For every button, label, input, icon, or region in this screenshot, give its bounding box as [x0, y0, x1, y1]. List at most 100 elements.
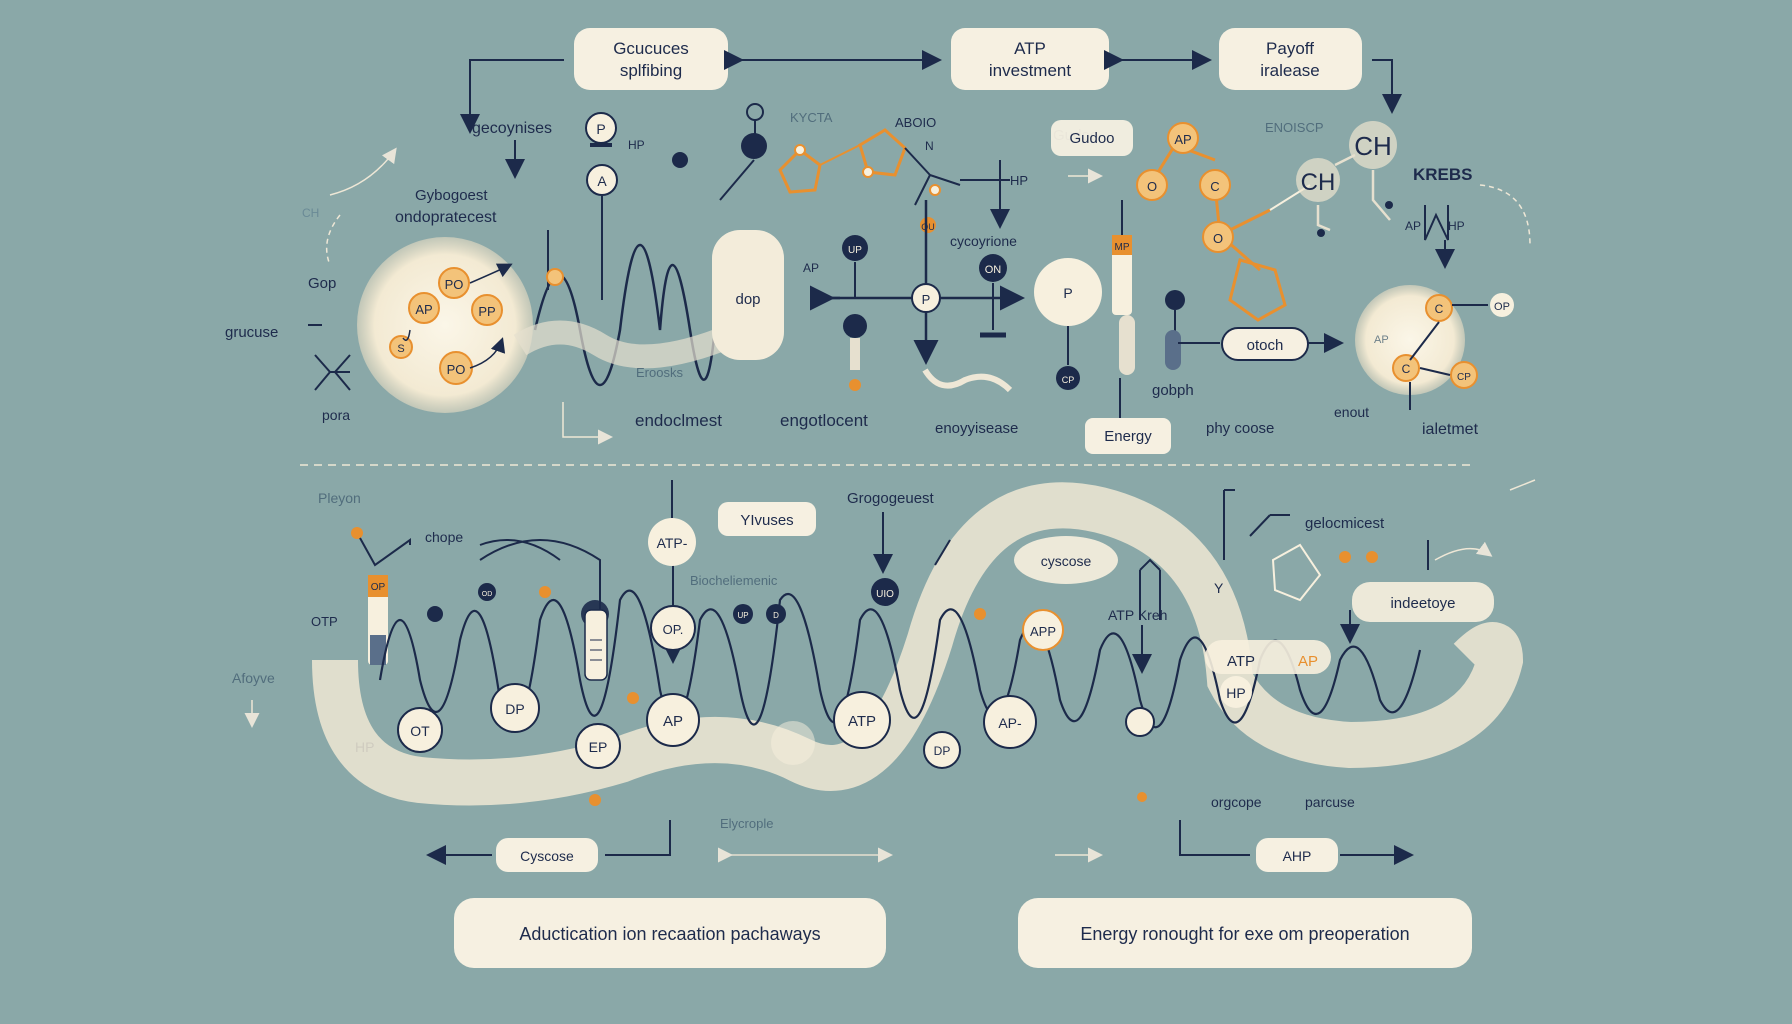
mol-cp: CP [1062, 375, 1075, 385]
chain-node-6: AP- [983, 695, 1037, 749]
ch-structure: CH CH [1296, 121, 1397, 237]
mol-cp-orange: CP [1457, 372, 1471, 383]
mol-o1: O [1147, 179, 1157, 194]
label-pleyon: Pleyon [318, 490, 361, 506]
dot-right-orange [974, 608, 986, 620]
label-ap-right-orange: AP [1298, 653, 1318, 670]
label-hp-mid: HP [1010, 173, 1028, 188]
badge-p-a: P A HP [585, 112, 645, 300]
label-indeetoyo: indeetoye [1390, 595, 1455, 612]
label-dop: dop [735, 291, 760, 308]
label-gecoynises: gecoynises [472, 120, 552, 137]
chain-node-3-label: AP [663, 713, 683, 730]
cyscose-blob: cyscose [1014, 536, 1118, 584]
tag-d [766, 604, 786, 624]
footer-left-pill [454, 898, 886, 968]
arrow-top-left [460, 59, 564, 134]
label-gelocmicest: gelocmicest [1305, 515, 1385, 532]
label-grucuse: grucuse [225, 324, 278, 341]
tag-uio-label: UIO [876, 589, 894, 600]
label-hp-right: HP [1226, 685, 1245, 701]
white-hex [1271, 543, 1322, 602]
label-yivuses: YIvuses [740, 512, 793, 529]
label-afoyve: Afoyve [232, 670, 275, 686]
mol-ap-orange: AP [1174, 132, 1191, 147]
mol-c1: C [1210, 179, 1219, 194]
label-endoclmest: endoclmest [635, 411, 722, 430]
label-enoiscp: ENOISCP [1265, 120, 1324, 135]
ring-dot-1 [746, 103, 764, 121]
top-box-atp-investment: ATP investment [951, 28, 1109, 90]
squiggle-light [922, 368, 1013, 393]
label-energy: Energy [1104, 428, 1152, 445]
label-atp-kreh: ATP Kreh [1108, 607, 1167, 623]
chain-node-6-label: AP- [998, 715, 1022, 731]
dot-mid-orange [627, 692, 639, 704]
chain-node-3: AP [646, 693, 700, 747]
light-arrow-curve [329, 147, 397, 196]
top-box-payoff-release: Payoff iralease [1219, 28, 1362, 90]
label-op-right: OP [1494, 301, 1510, 313]
cyscose-connector [605, 820, 671, 856]
central-cross-junction: P UP ON [810, 200, 1025, 391]
app-orange-node: APP [1022, 609, 1064, 651]
label-hp-small: HP [1448, 219, 1465, 233]
dop-cylinder: dop [712, 230, 784, 360]
label-elycrople: Elycrople [720, 816, 773, 831]
dot-orange-1 [546, 268, 564, 286]
chain-node-2-label: EP [589, 739, 608, 755]
tag-d-label: D [773, 611, 779, 620]
svg-text:APP: APP [1030, 624, 1056, 639]
loop-left [479, 539, 601, 660]
top-box-1-line2: splfibing [620, 61, 682, 80]
atp-minus-node: ATP- [648, 480, 696, 566]
light-arrow-right [1434, 541, 1493, 561]
footer-right-pill [1018, 898, 1472, 968]
small-ring-node [1125, 707, 1155, 737]
orange-right-2 [1366, 551, 1378, 563]
gelo-link [1249, 514, 1290, 537]
mol-s: S [397, 343, 404, 355]
cyscose-box [496, 838, 598, 872]
dashed-curve-left [325, 214, 341, 266]
mol-c2: C [1435, 302, 1444, 316]
label-biochemical: Biocheliemenic [690, 573, 778, 588]
label-engotlocent: engotlocent [780, 411, 868, 430]
label-krebs: KREBS [1413, 165, 1473, 184]
tag-uio [871, 578, 899, 606]
y-stem [1223, 489, 1235, 560]
chain-node-1-label: DP [505, 701, 524, 717]
mol-ch1: CH [1354, 131, 1392, 161]
stem-right-grogo [934, 539, 951, 566]
mol-ou: OU [921, 222, 935, 232]
label-otp: OTP [311, 614, 338, 629]
mol-up: UP [848, 245, 862, 256]
label-cyscose: cyscose [1041, 553, 1092, 569]
indeetoyo-pill [1352, 582, 1494, 622]
left-op-tube: OP [351, 527, 411, 665]
label-ahp-box: AHP [1283, 848, 1312, 864]
mol-pp: PP [478, 304, 495, 319]
top-box-2-line1: ATP [1014, 39, 1046, 58]
mol-c3: C [1402, 362, 1411, 376]
tag-od-label: OD [482, 591, 493, 598]
ahp-connector [1179, 820, 1250, 856]
dot-left [427, 606, 443, 622]
mol-o2: O [1213, 231, 1223, 246]
footer-right-caption: Energy ronought for exe om preoperation [1080, 924, 1409, 944]
label-atp-right: ATP [1227, 653, 1255, 670]
mol-po-top: PO [445, 277, 464, 292]
label-pora: pora [322, 407, 350, 423]
badge-a: A [597, 173, 607, 189]
chain-node-7-label: OP. [663, 622, 684, 637]
label-phy-coose: phy coose [1206, 420, 1274, 437]
tag-orange [539, 586, 551, 598]
label-ap-right: AP [1374, 334, 1389, 346]
badge-p: P [596, 121, 605, 137]
big-p-node: P CP [1034, 258, 1102, 390]
label-ch-left: CH [302, 206, 319, 220]
mp-tube: MP [1112, 200, 1185, 375]
label-enout: enout [1334, 404, 1369, 420]
chain-node-0-label: OT [410, 723, 430, 739]
